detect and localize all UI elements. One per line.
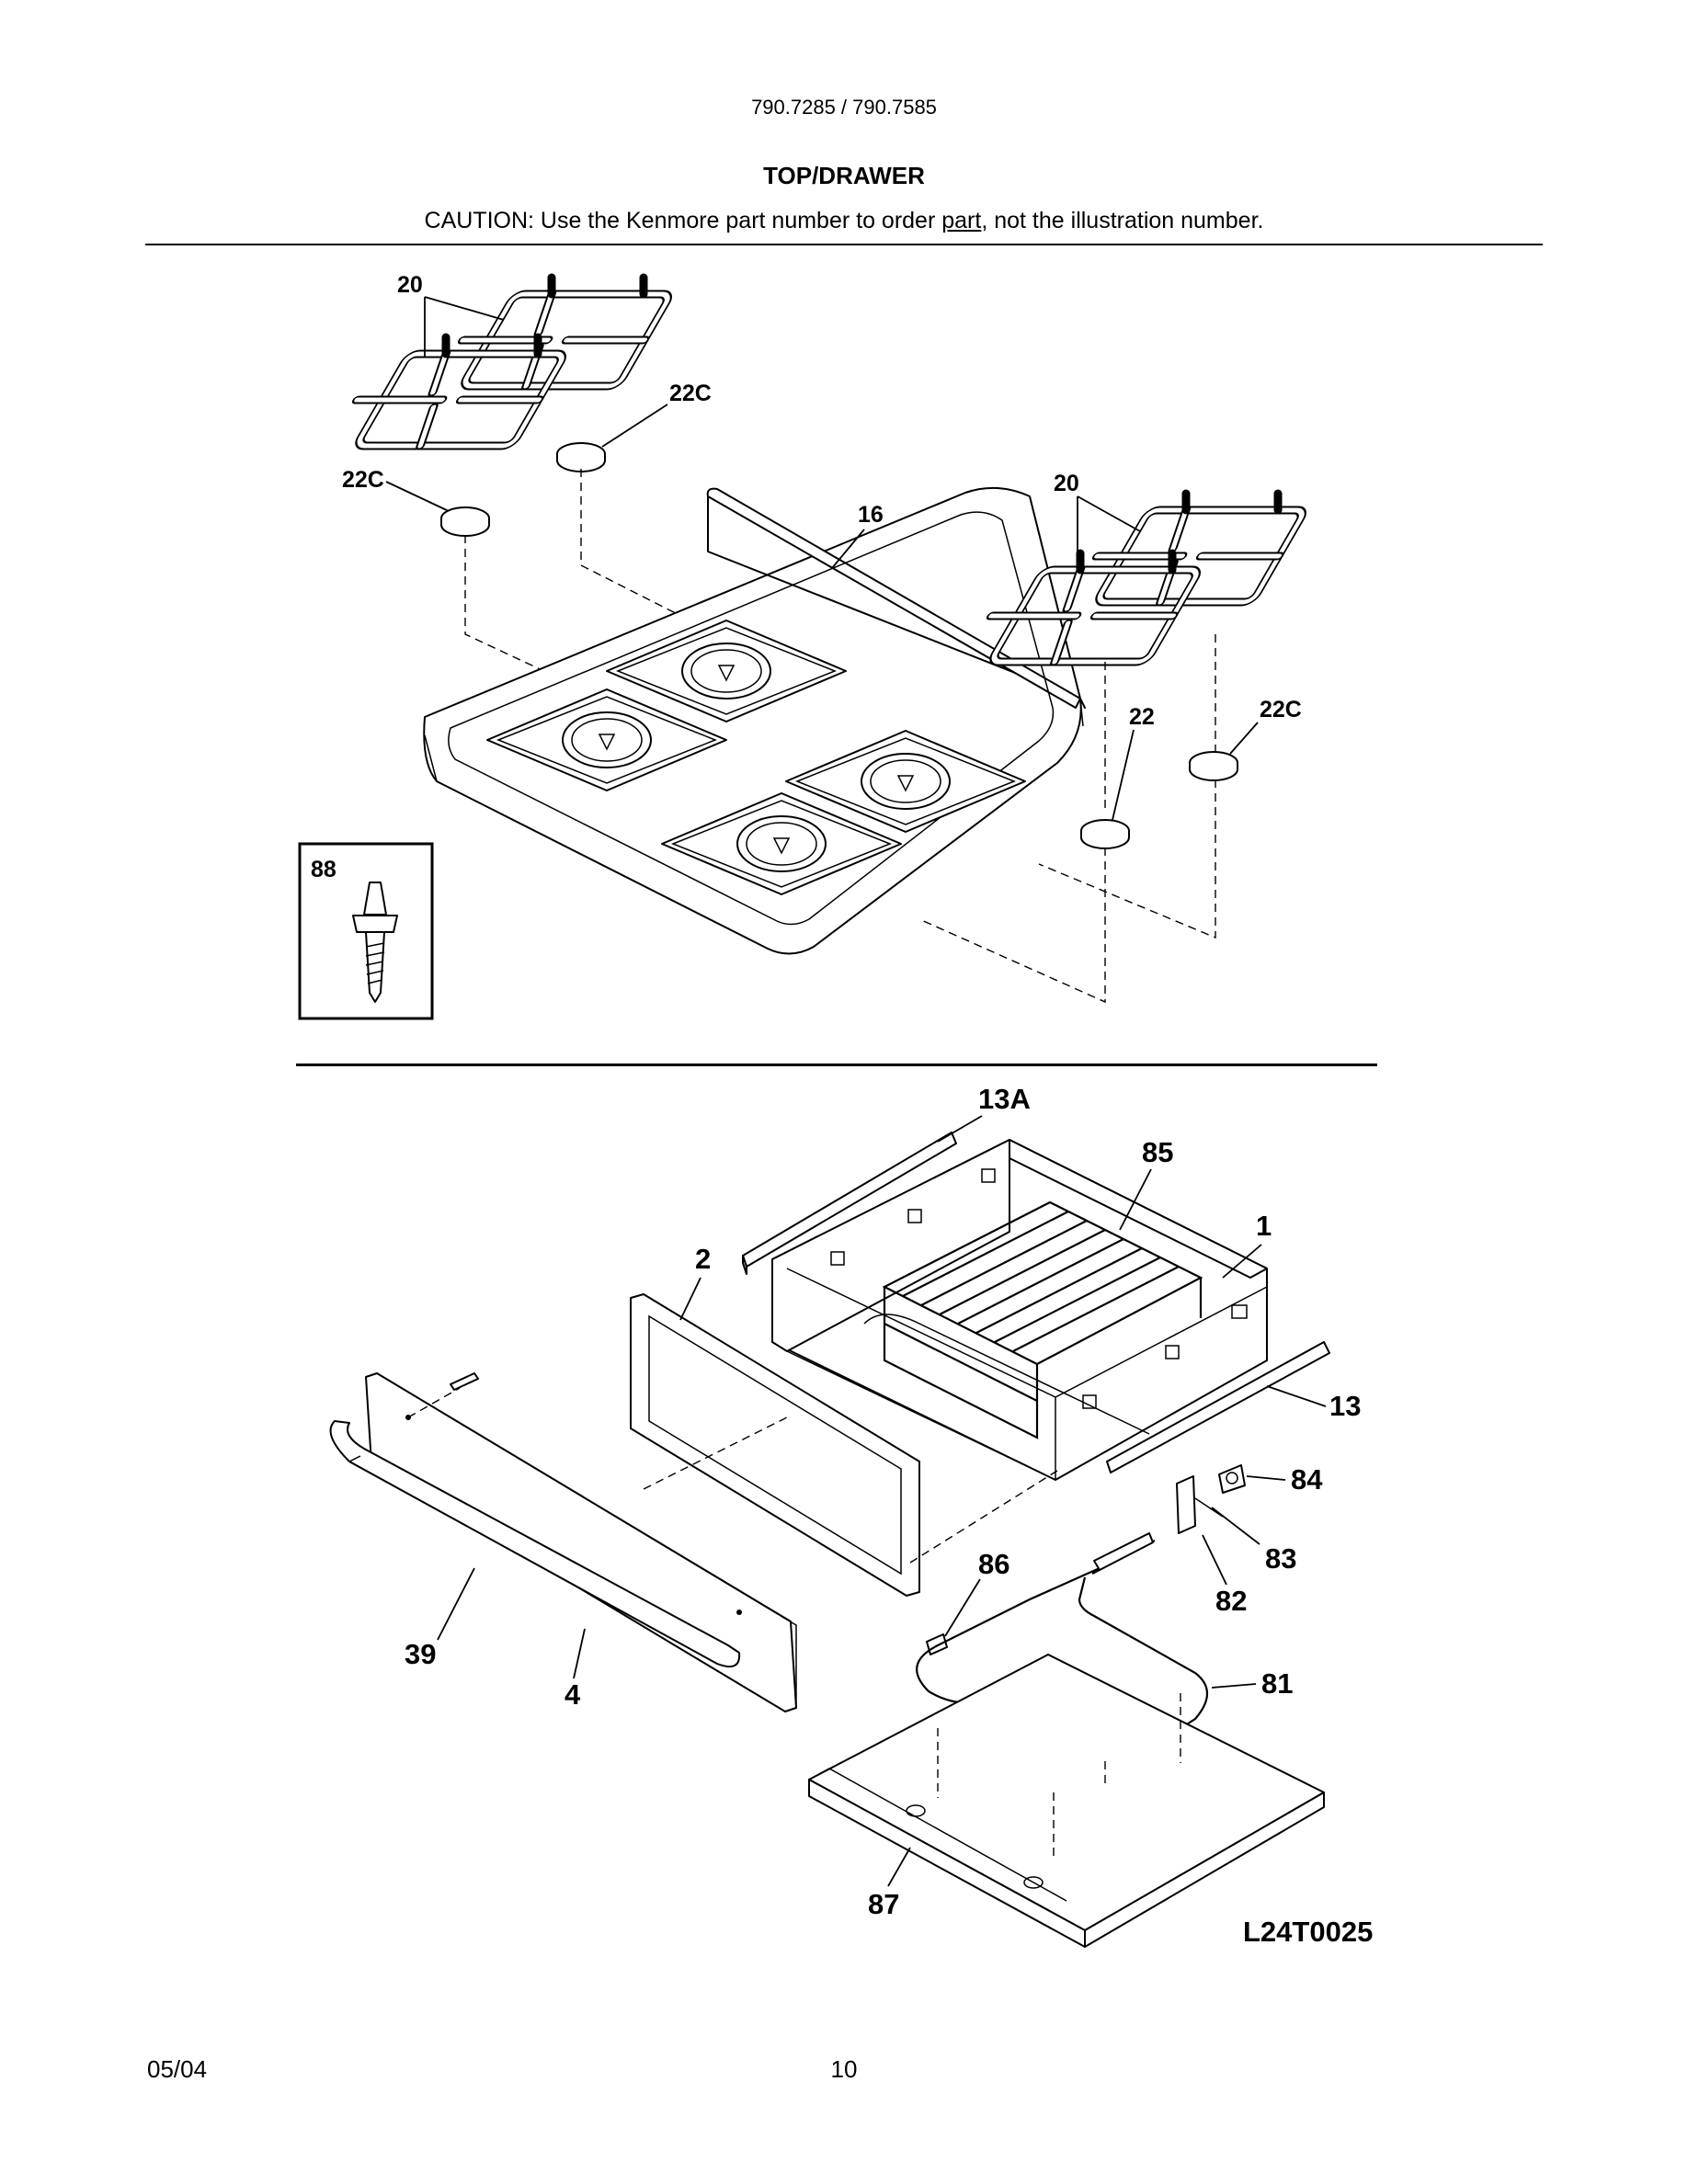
drawer-exploded-view: 13A 1 85 xyxy=(329,1083,1373,1948)
leader-element xyxy=(1211,1683,1257,1689)
leader-slide-right xyxy=(1266,1385,1327,1407)
leader-part-86 xyxy=(944,1578,981,1637)
part-86 xyxy=(926,1633,948,1655)
label-rack: 85 xyxy=(1142,1136,1173,1168)
burner-cap-upper-left xyxy=(556,442,606,472)
caution-prefix: CAUTION: Use the Kenmore part number to … xyxy=(424,208,942,233)
screw-detail-box xyxy=(298,842,434,1020)
leader-bottom-pan xyxy=(887,1847,911,1887)
label-cap-front: 22 xyxy=(1129,704,1155,730)
label-cap-right: 22C xyxy=(1260,697,1302,722)
caution-underlined-word: part xyxy=(941,208,982,233)
leader-handle xyxy=(437,1567,475,1641)
burner-cap-front xyxy=(1080,819,1130,849)
caution-text: CAUTION: Use the Kenmore part number to … xyxy=(0,208,1688,234)
label-cap-left: 22C xyxy=(342,467,384,493)
leader-cap-upper-left xyxy=(601,404,668,448)
align-line-3 xyxy=(918,847,1106,1004)
header-rule xyxy=(145,244,1543,245)
leader-rack xyxy=(1119,1168,1152,1231)
footer-date: 05/04 xyxy=(147,2055,208,2083)
leader-grate-right xyxy=(1077,495,1141,572)
label-slide-left: 13A xyxy=(978,1083,1031,1115)
label-part-84: 84 xyxy=(1291,1463,1323,1496)
align-line-drawer xyxy=(407,1387,1058,1564)
caution-suffix: , not the illustration number. xyxy=(981,208,1264,233)
label-screw: 88 xyxy=(311,857,336,882)
label-front-panel: 4 xyxy=(565,1678,581,1711)
figure-code: L24T0025 xyxy=(1243,1916,1373,1948)
part-84 xyxy=(1218,1464,1246,1494)
leader-cooktop xyxy=(831,529,865,569)
burner-cap-right xyxy=(1189,751,1238,781)
label-element: 81 xyxy=(1261,1667,1293,1700)
section-title: TOP/DRAWER xyxy=(763,162,925,189)
cooktop-exploded-view: 20 22C 22C 16 20 xyxy=(298,272,1306,1020)
leader-part-82 xyxy=(1202,1534,1227,1586)
leader-part-84 xyxy=(1246,1475,1286,1481)
label-slide-right: 13 xyxy=(1329,1390,1361,1422)
drawer-handle xyxy=(329,1420,741,1667)
cooktop-main xyxy=(423,486,1086,955)
leader-cap-left xyxy=(385,481,450,512)
leader-grate-left xyxy=(424,296,505,357)
label-grate-right: 20 xyxy=(1054,471,1079,496)
leader-cap-right xyxy=(1229,722,1259,755)
leader-slide-left xyxy=(937,1115,983,1143)
drawer-slide-left xyxy=(742,1132,957,1275)
align-line-1 xyxy=(464,535,663,727)
drawer-screw xyxy=(450,1372,479,1391)
section-divider xyxy=(296,1064,1377,1066)
label-handle: 39 xyxy=(405,1638,436,1670)
label-inner-panel: 2 xyxy=(695,1243,711,1275)
drawer-slide-right xyxy=(1106,1341,1330,1473)
leader-inner-panel xyxy=(679,1277,701,1321)
label-cap-upper-left: 22C xyxy=(669,381,712,406)
part-83 xyxy=(1176,1475,1224,1534)
label-grate-left: 20 xyxy=(397,272,423,298)
model-numbers: 790.7285 / 790.7585 xyxy=(751,96,937,119)
leader-cap-front xyxy=(1112,729,1135,821)
align-line-2 xyxy=(580,469,718,635)
burner-cap-left xyxy=(440,506,490,537)
label-cooktop: 16 xyxy=(858,502,884,528)
label-bottom-pan: 87 xyxy=(868,1888,899,1920)
align-line-4 xyxy=(1038,779,1216,939)
leader-drawer-body xyxy=(1222,1244,1262,1279)
label-part-82: 82 xyxy=(1215,1585,1247,1617)
drawer-inner-panel xyxy=(630,1293,920,1597)
bottom-pan xyxy=(808,1654,1325,1948)
label-part-86: 86 xyxy=(978,1548,1009,1580)
footer-page-number: 10 xyxy=(830,2055,858,2083)
align-line-pan xyxy=(937,1693,1181,1859)
leader-front-panel xyxy=(573,1628,586,1679)
label-part-83: 83 xyxy=(1265,1542,1296,1575)
label-drawer-body: 1 xyxy=(1256,1210,1272,1242)
leader-part-83 xyxy=(1211,1507,1260,1545)
grate-left-pair xyxy=(330,278,671,446)
drawer-rack xyxy=(882,1200,1203,1439)
